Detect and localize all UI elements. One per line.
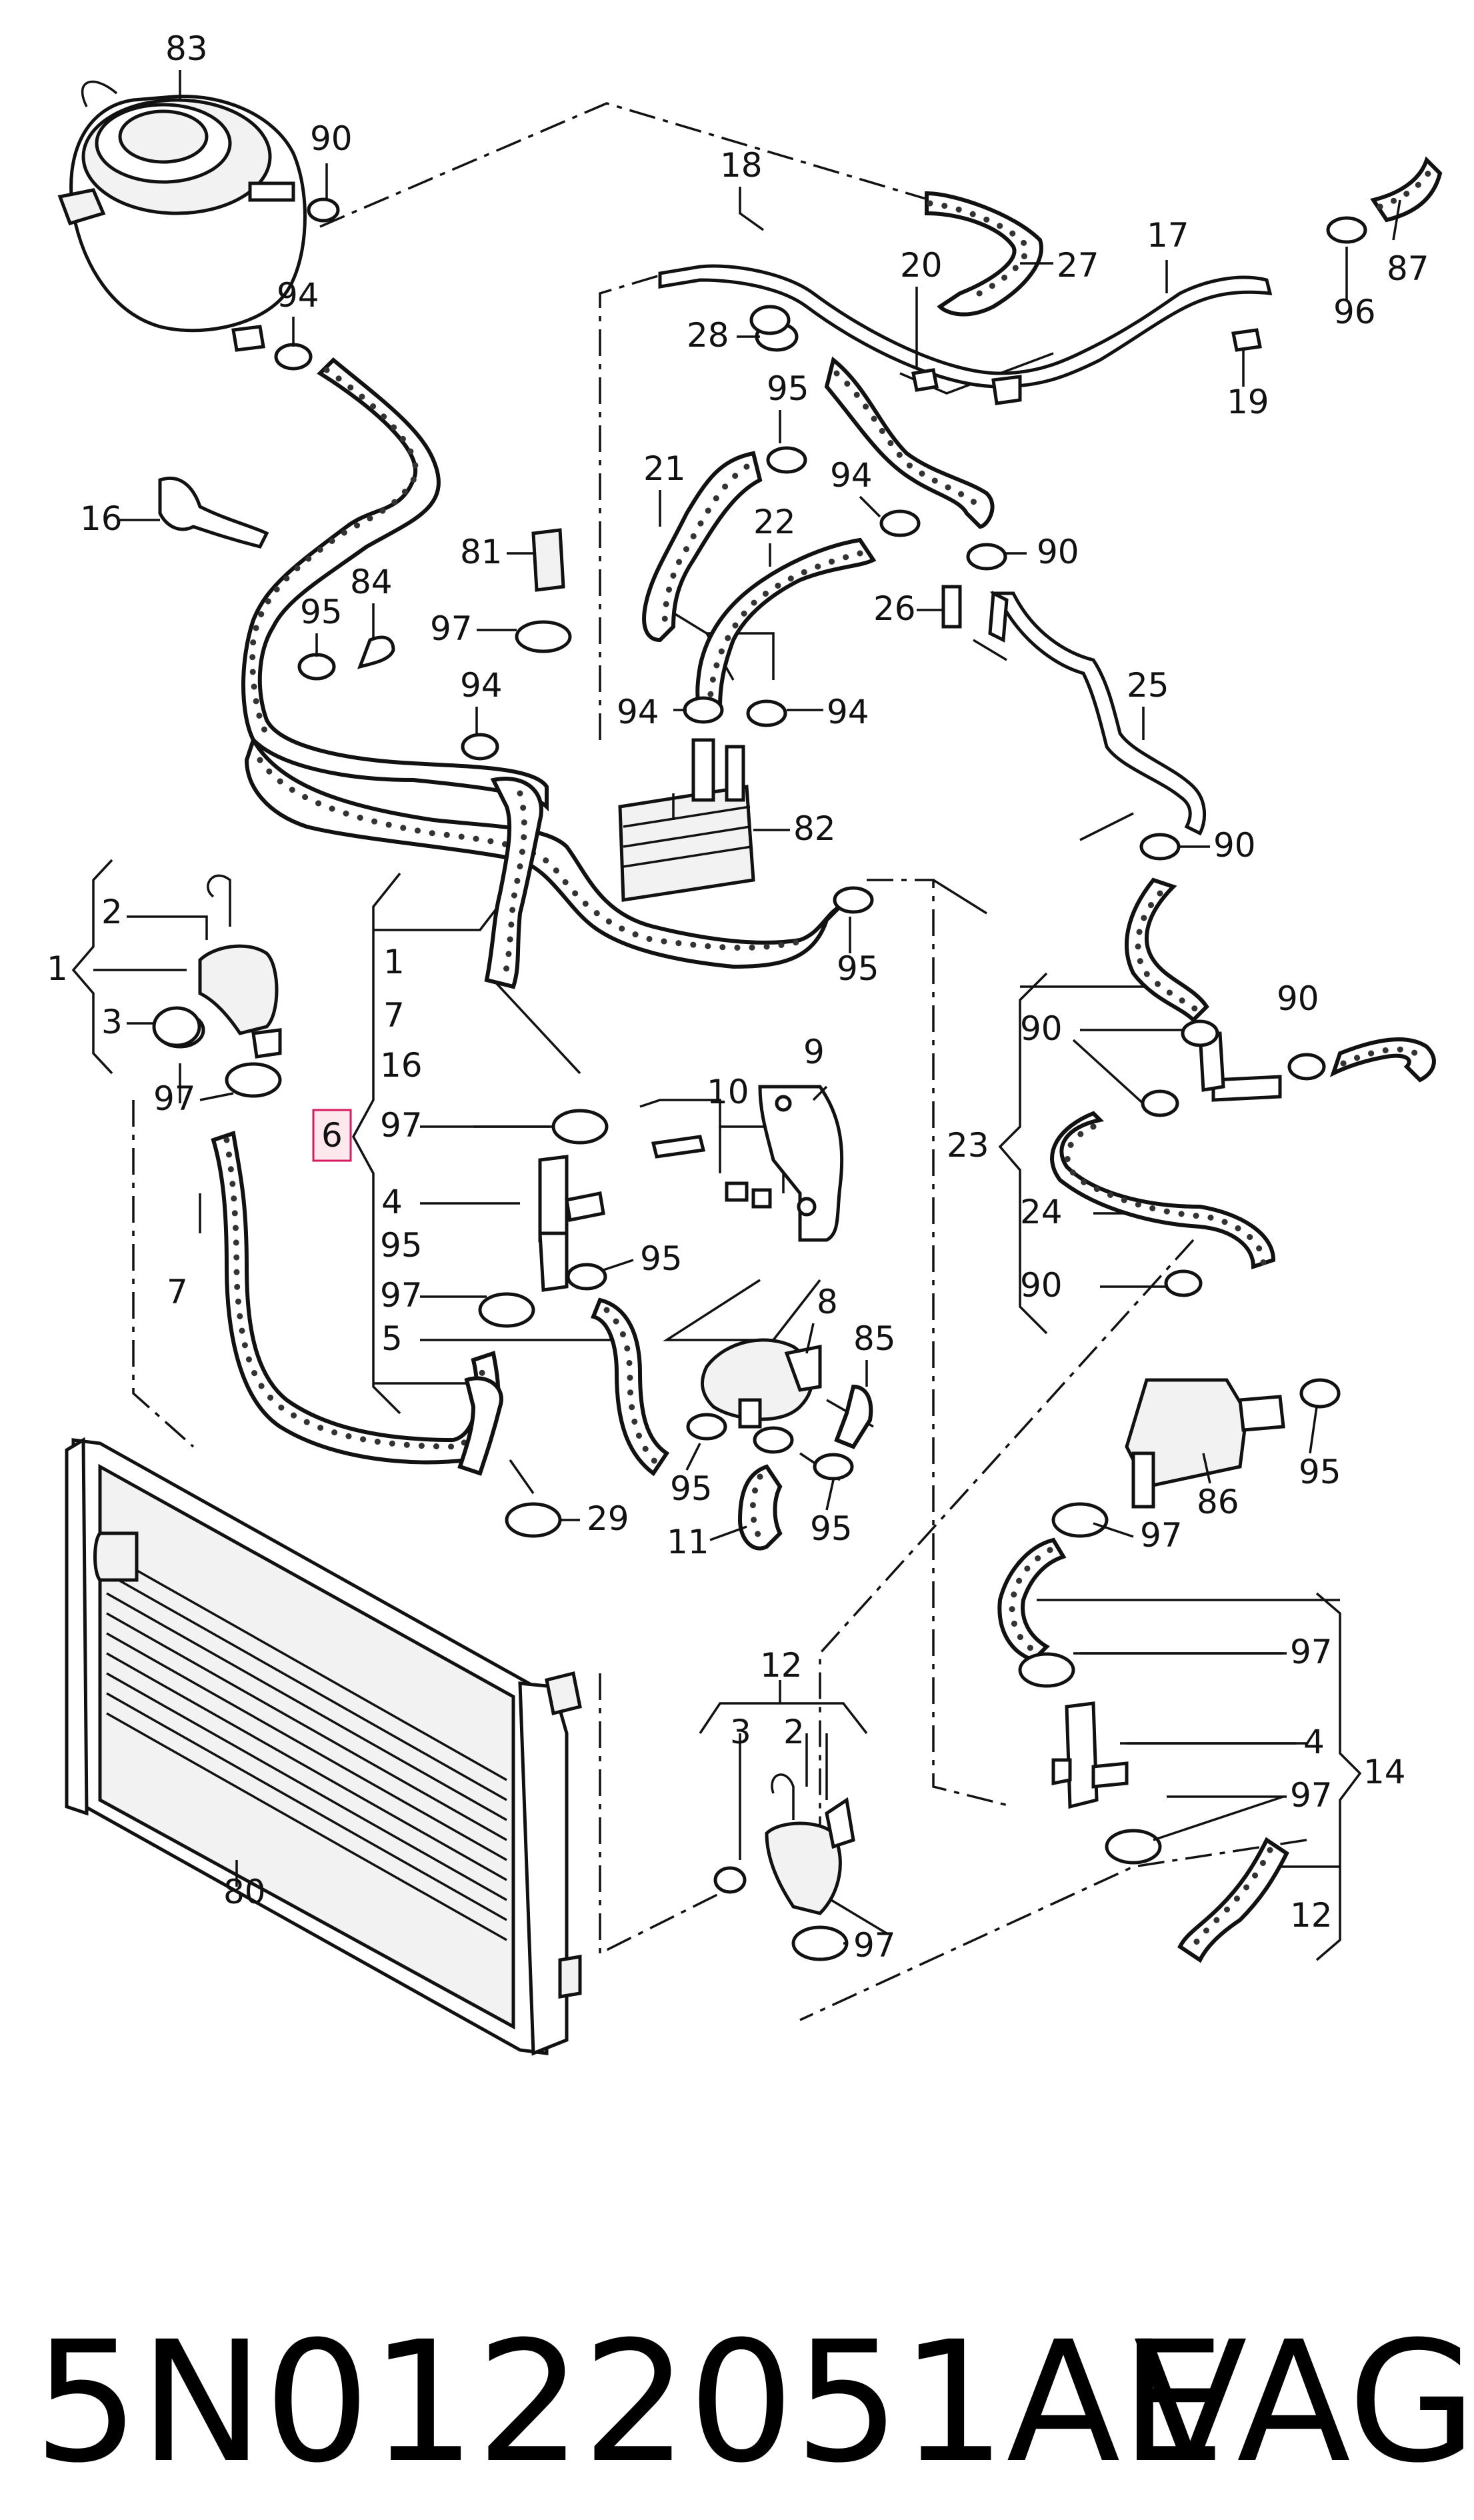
callout-83: 83 [165, 29, 208, 68]
callout-leaders [120, 70, 1401, 1945]
callout-16: 16 [80, 499, 123, 538]
callout-26: 26 [873, 589, 916, 628]
callout-17: 17 [1147, 216, 1189, 255]
callout-95: 95 [837, 949, 879, 988]
callout-24: 24 [1020, 1193, 1063, 1231]
callout-97: 97 [853, 1926, 896, 1965]
callout-5: 5 [381, 1319, 403, 1358]
hoses [211, 156, 1443, 1963]
callout-12: 12 [1290, 1896, 1333, 1935]
callout-4: 4 [381, 1183, 403, 1221]
callout-21: 21 [643, 449, 686, 488]
callout-90: 90 [1020, 1266, 1063, 1305]
callout-16: 16 [380, 1046, 423, 1085]
callout-20: 20 [900, 246, 943, 285]
callout-94: 94 [617, 693, 659, 731]
callout-97: 97 [1140, 1516, 1183, 1555]
callout-90: 90 [1037, 533, 1079, 571]
callout-95: 95 [300, 593, 343, 631]
callout-94: 94 [277, 276, 319, 315]
hose-clamps [152, 197, 1367, 1961]
callout-19: 19 [1227, 383, 1269, 421]
callout-14: 14 [1363, 1753, 1406, 1791]
callout-82: 82 [793, 809, 836, 848]
callout-10: 10 [707, 1073, 749, 1111]
callout-95: 95 [810, 1509, 853, 1548]
callout-87: 87 [1387, 249, 1429, 288]
callout-12: 12 [760, 1646, 803, 1685]
callout-86: 86 [1197, 1483, 1239, 1521]
highlight-box-part-6 [312, 1109, 352, 1162]
callout-97: 97 [1290, 1776, 1333, 1815]
callout-1: 1 [47, 949, 68, 988]
callout-3: 3 [101, 1003, 123, 1041]
callout-1: 1 [383, 943, 405, 981]
callout-90: 90 [1020, 1009, 1063, 1048]
callout-95: 95 [767, 369, 809, 408]
callout-18: 18 [720, 146, 763, 185]
callout-80: 80 [223, 1873, 266, 1911]
callout-3: 3 [730, 1713, 751, 1751]
callout-7: 7 [383, 996, 405, 1035]
callout-11: 11 [667, 1523, 709, 1561]
callout-8: 8 [817, 1283, 838, 1321]
part-number-text: 5N0122051AE [33, 2305, 1225, 2499]
callout-85: 85 [853, 1319, 896, 1358]
callout-9: 9 [803, 1033, 825, 1071]
callout-23: 23 [947, 1126, 989, 1165]
callout-7: 7 [167, 1273, 188, 1311]
callout-96: 96 [1333, 293, 1376, 331]
oil-cooler [618, 738, 755, 902]
brand-text: VAG [1133, 2305, 1474, 2499]
callout-90: 90 [1277, 979, 1319, 1018]
callout-97: 97 [430, 609, 473, 648]
callout-97: 97 [380, 1106, 423, 1145]
callout-22: 22 [753, 503, 796, 541]
callout-labels: 83 90 94 16 95 84 81 97 94 18 20 27 17 8… [47, 29, 1429, 1965]
callout-28: 28 [687, 316, 729, 355]
pipes-and-fittings [155, 264, 1285, 1915]
callout-90: 90 [1213, 826, 1256, 865]
callout-25: 25 [1127, 666, 1169, 705]
expansion-tank [57, 80, 307, 352]
callout-29: 29 [587, 1499, 629, 1538]
callout-27: 27 [1057, 246, 1099, 285]
callout-90: 90 [310, 119, 353, 158]
callout-94: 94 [830, 456, 873, 495]
callout-95: 95 [1299, 1453, 1341, 1491]
callout-97: 97 [1290, 1633, 1333, 1671]
callout-95: 95 [670, 1469, 713, 1508]
radiator [65, 1437, 582, 2056]
callout-97: 97 [380, 1276, 423, 1315]
callout-2: 2 [101, 893, 123, 931]
callout-4: 4 [1303, 1723, 1325, 1761]
callout-2: 2 [783, 1713, 805, 1751]
callout-94: 94 [827, 693, 869, 731]
callout-94: 94 [460, 666, 503, 705]
callout-81: 81 [460, 533, 503, 571]
callout-84: 84 [350, 563, 393, 601]
callout-95: 95 [640, 1239, 683, 1278]
callout-6: 6 [321, 1116, 343, 1155]
callout-95: 95 [380, 1226, 423, 1265]
callout-97: 97 [153, 1079, 196, 1118]
